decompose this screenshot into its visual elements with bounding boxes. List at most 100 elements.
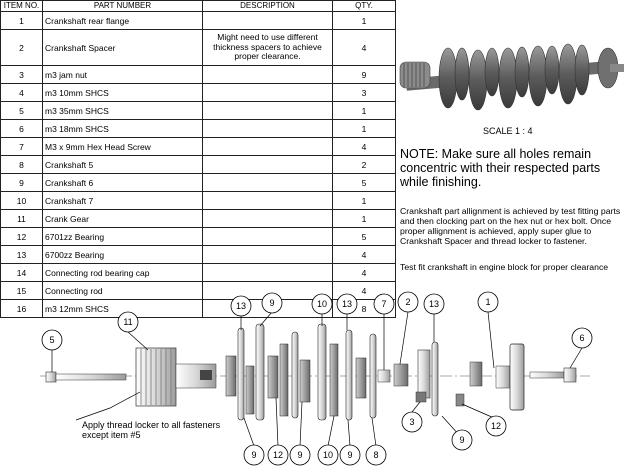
- item-no-cell: 14: [0, 263, 43, 282]
- qty-cell: 2: [332, 155, 396, 174]
- balloon-9: 9: [251, 450, 256, 460]
- balloon-10: 10: [323, 450, 333, 460]
- thread-locker-text: Apply thread locker to all fasteners exc…: [82, 420, 221, 440]
- balloon-7: 7: [381, 299, 386, 309]
- qty-cell: 3: [332, 83, 396, 102]
- qty-cell: 1: [332, 191, 396, 210]
- part-number-cell: Crankshaft 6: [42, 173, 203, 192]
- balloon-12: 12: [491, 421, 501, 431]
- part-number-cell: m3 35mm SHCS: [42, 101, 203, 120]
- description-cell: [202, 11, 333, 30]
- part-number-cell: M3 x 9mm Hex Head Screw: [42, 137, 203, 156]
- header-description: DESCRIPTION: [202, 0, 333, 12]
- balloon-2: 2: [405, 297, 410, 307]
- qty-cell: 5: [332, 227, 396, 246]
- part-balloons: [41, 291, 593, 466]
- description-cell: [202, 263, 333, 282]
- description-cell: [202, 119, 333, 138]
- item-no-cell: 7: [0, 137, 43, 156]
- part-number-cell: Connecting rod bearing cap: [42, 263, 203, 282]
- qty-cell: 4: [332, 245, 396, 264]
- item-no-cell: 1: [0, 11, 43, 30]
- balloon-5: 5: [49, 335, 54, 345]
- item-no-cell: 8: [0, 155, 43, 174]
- nut-and-bearing-lower: [415, 391, 465, 407]
- note-test-fit: Test fit crankshaft in engine block for …: [400, 262, 609, 272]
- crank-gear-item-11: [135, 347, 217, 407]
- description-cell: [202, 101, 333, 120]
- balloon-13: 13: [429, 299, 439, 309]
- balloon-10: 10: [317, 299, 327, 309]
- thread-locker-note: Apply thread locker to all fasteners exc…: [82, 420, 232, 440]
- balloon-13: 13: [342, 299, 352, 309]
- item-no-cell: 4: [0, 83, 43, 102]
- item-no-cell: 10: [0, 191, 43, 210]
- balloon-13-lower: 9: [297, 450, 302, 460]
- part-number-cell: m3 18mm SHCS: [42, 119, 203, 138]
- item-no-cell: 6: [0, 119, 43, 138]
- description-cell: [202, 227, 333, 246]
- balloon-6: 6: [579, 333, 584, 343]
- item-no-cell: 12: [0, 227, 43, 246]
- qty-cell: 4: [332, 29, 396, 66]
- description-cell: [202, 173, 333, 192]
- description-cell: [202, 65, 333, 84]
- part-number-cell: Crankshaft rear flange: [42, 11, 203, 30]
- balloon-8: 8: [373, 450, 378, 460]
- qty-cell: 9: [332, 65, 396, 84]
- item-no-cell: 13: [0, 245, 43, 264]
- bom-header-row: ITEM NO. PART NUMBER DESCRIPTION QTY.: [0, 0, 396, 12]
- qty-cell: 1: [332, 119, 396, 138]
- part-number-cell: 6700zz Bearing: [42, 245, 203, 264]
- description-cell: [202, 191, 333, 210]
- description-cell: [202, 83, 333, 102]
- item-no-cell: 11: [0, 209, 43, 228]
- bolt-item-6: [529, 367, 577, 383]
- part-number-cell: 6701zz Bearing: [42, 227, 203, 246]
- qty-cell: 1: [332, 209, 396, 228]
- balloon-1: 1: [485, 297, 490, 307]
- part-number-cell: Crankshaft Spacer: [42, 29, 203, 66]
- header-qty: QTY.: [332, 0, 396, 12]
- scale-label: SCALE 1 : 4: [483, 126, 533, 136]
- crankshaft-isometric-view: [399, 43, 624, 111]
- description-cell: [202, 137, 333, 156]
- part-number-cell: Crank Gear: [42, 209, 203, 228]
- right-hardware: [377, 341, 483, 417]
- balloon-13: 13: [236, 301, 246, 311]
- leader-lines: [51, 311, 583, 447]
- qty-cell: 4: [332, 263, 396, 282]
- description-cell: [202, 155, 333, 174]
- long-bolt-item-5: [45, 371, 127, 383]
- crankshaft-exploded-view: 5 11 13 9 10 13 7 2 13 1 6 3 9 12 9 12 9…: [40, 291, 593, 466]
- balloon-3: 3: [409, 417, 414, 427]
- qty-cell: 4: [332, 137, 396, 156]
- part-number-cell: m3 10mm SHCS: [42, 83, 203, 102]
- balloon-9: 9: [347, 450, 352, 460]
- part-number-cell: Crankshaft 5: [42, 155, 203, 174]
- item-no-cell: 2: [0, 29, 43, 66]
- balloon-11: 11: [123, 317, 132, 327]
- item-no-cell: 5: [0, 101, 43, 120]
- rear-flange-item-1: [495, 343, 525, 411]
- header-part-number: PART NUMBER: [42, 0, 203, 12]
- note-concentric: NOTE: Make sure all holes remain concent…: [400, 147, 601, 189]
- qty-cell: 1: [332, 11, 396, 30]
- description-cell: [202, 209, 333, 228]
- balloon-9: 9: [459, 435, 464, 445]
- bearings-and-rods: [225, 343, 367, 417]
- item-no-cell: 9: [0, 173, 43, 192]
